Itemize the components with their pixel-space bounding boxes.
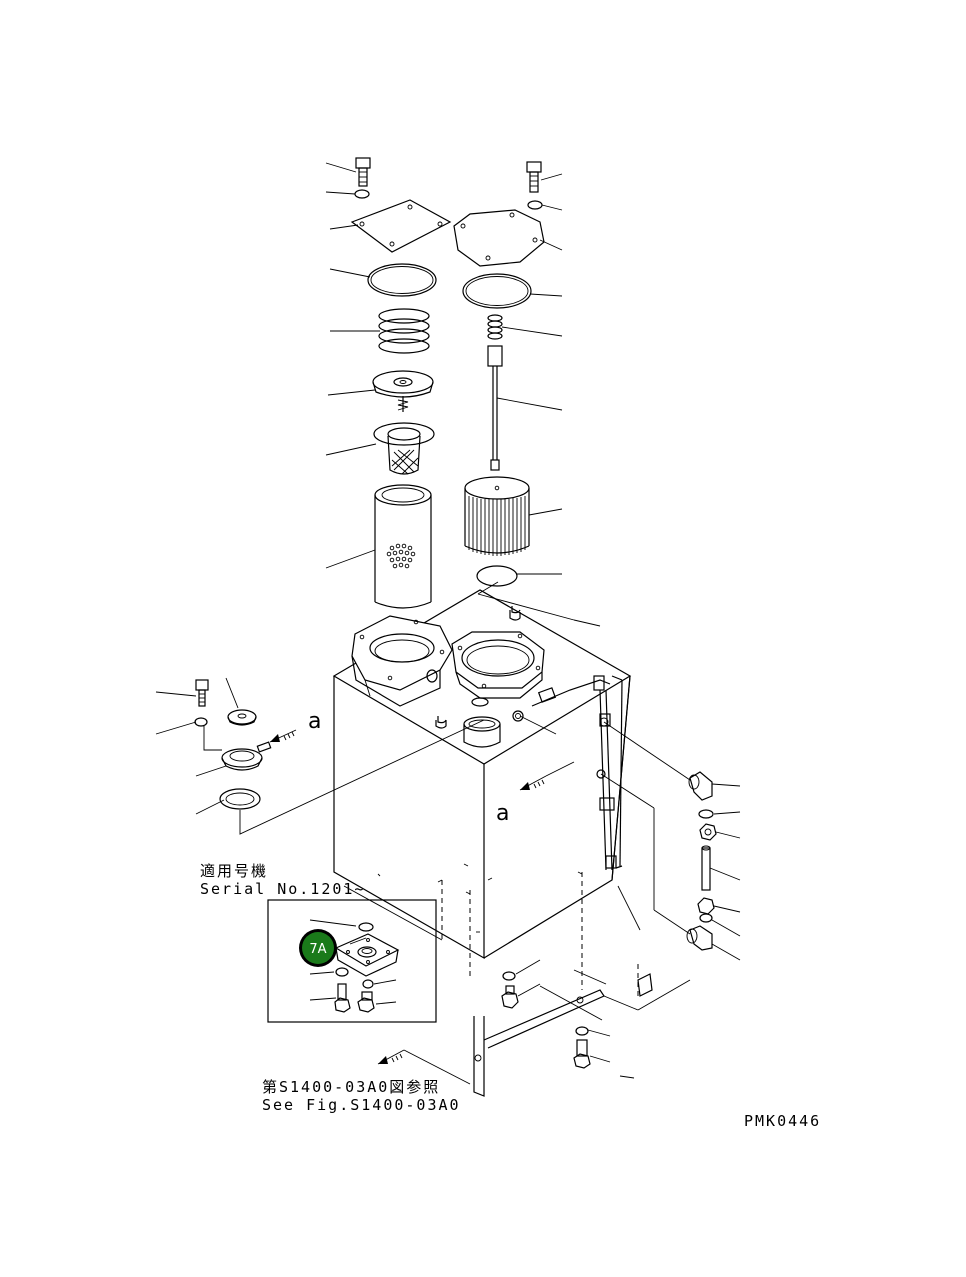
bolt-part [355,157,371,187]
right-leader-lines [496,173,563,575]
cover-plate-part [453,209,545,267]
washer-part [575,1026,589,1036]
nut-part [697,897,715,915]
hydraulic-tank [332,589,632,990]
view-marker-label-tank: a [496,801,509,826]
lifting-hook [435,716,447,729]
bottom-frame [473,959,691,1097]
pipe-part [701,845,711,891]
plug-part [357,991,375,1013]
lifting-hook [509,606,521,621]
filter-housing-right [451,631,545,699]
cap-part [227,709,257,726]
filter-housing-left [351,615,453,707]
left-filter-stack [325,157,452,609]
o-ring-part [367,263,437,297]
pleated-filter-part [464,476,530,556]
breather-part [463,716,501,748]
left-suction-parts: a [155,677,485,835]
flange-part [221,741,272,771]
serial-note-jp: 適用号機 [200,862,268,880]
callout-label: 7A [309,942,326,957]
view-marker-label: a [308,709,321,734]
view-a-arrow: a [496,761,575,826]
spring-part [378,308,430,354]
strainer-part [373,422,435,475]
o-ring-part [698,809,714,819]
washer-part [194,717,208,727]
callout-7a[interactable]: 7A [299,929,337,967]
bolt-part [334,983,351,1013]
inset-frame [267,899,437,1023]
o-ring-part [699,913,713,923]
gasket-part [476,565,518,587]
elbow-fitting [688,771,713,801]
left-leader-lines [325,162,380,569]
washer-part [527,200,543,210]
right-filter-stack [453,161,563,587]
see-fig-en: See Fig.S1400-03A0 [262,1096,461,1114]
drawing-code: PMK0446 [744,1112,821,1130]
see-fig-jp: 第S1400-03A0図参照 [262,1078,440,1096]
filter-element-part [374,484,432,609]
port-plate-part [334,933,400,977]
nut-part [699,823,717,841]
o-ring-part [502,971,516,981]
gasket-part [219,788,261,810]
bolt-part [195,679,209,707]
cover-plate-part [350,199,452,253]
see-fig-arrow [377,1049,471,1085]
serial-note-en: Serial No.1201~ [200,880,365,898]
bolt-part [526,161,542,193]
serial-inset: 適用号機 Serial No.1201~ [200,862,443,1023]
level-gauge-pipe [531,675,623,871]
spring-part [487,314,503,340]
o-ring-part [462,273,532,309]
rod-part [487,345,503,471]
valve-part [372,370,434,412]
bolt-part [573,1039,591,1069]
elbow-fitting [686,925,713,951]
washer-part [354,189,370,199]
drain-plug-part [501,985,519,1009]
right-fittings [477,581,741,961]
